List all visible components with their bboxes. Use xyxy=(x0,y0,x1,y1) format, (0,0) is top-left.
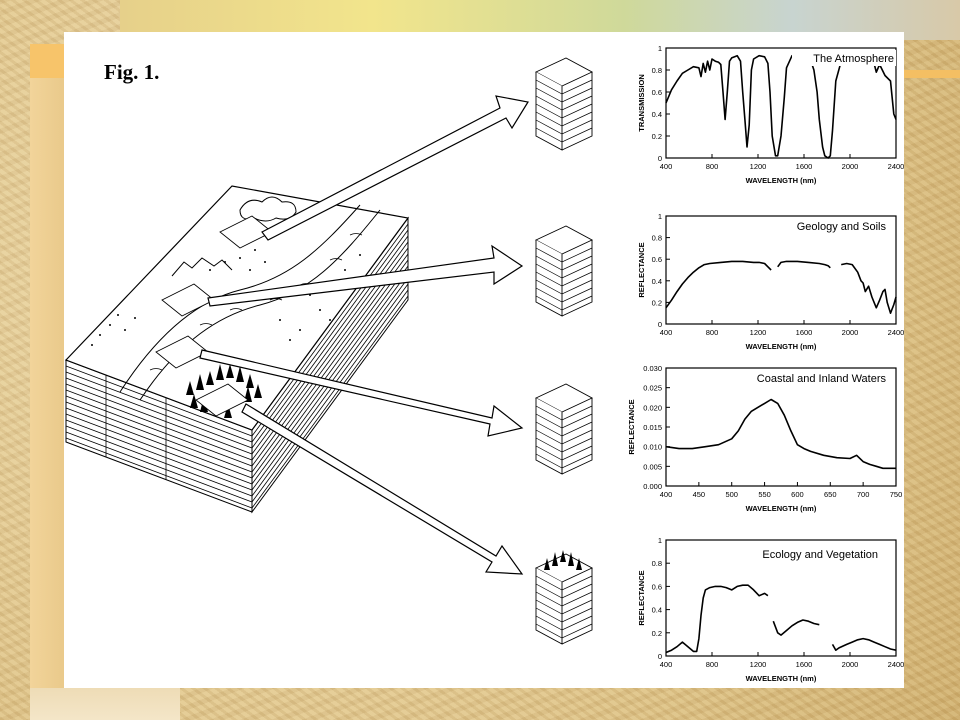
x-axis-label: WAVELENGTH (nm) xyxy=(746,342,817,351)
spectral-stack-water xyxy=(534,383,594,475)
chart-title: Geology and Soils xyxy=(797,221,887,233)
x-axis-label: WAVELENGTH (nm) xyxy=(746,504,817,513)
chart-title: Ecology and Vegetation xyxy=(762,549,878,561)
y-tick-label: 0.000 xyxy=(643,482,662,491)
plot-frame xyxy=(665,539,897,657)
orange-accent-block xyxy=(30,44,66,78)
x-tick-label: 2000 xyxy=(842,660,859,669)
y-tick-label: 0 xyxy=(658,652,662,661)
y-tick-label: 1 xyxy=(658,536,662,545)
x-tick-label: 500 xyxy=(725,490,738,499)
stack-layer-lines xyxy=(535,79,593,639)
chart-title: Coastal and Inland Waters xyxy=(757,373,887,385)
y-tick-label: 0.2 xyxy=(652,132,662,141)
x-tick-label: 750 xyxy=(890,490,903,499)
series-line xyxy=(841,262,897,315)
x-tick-label: 2000 xyxy=(842,162,859,171)
x-tick-label: 2400 xyxy=(888,162,905,171)
mountain-ridge xyxy=(171,257,233,277)
y-tick-label: 1 xyxy=(658,44,662,53)
y-tick-label: 0.2 xyxy=(652,629,662,638)
y-tick-label: 0.6 xyxy=(652,255,662,264)
x-tick-label: 2400 xyxy=(888,328,905,337)
x-tick-label: 1200 xyxy=(750,162,767,171)
spectral-stack-atmosphere xyxy=(534,57,594,151)
x-tick-label: 1200 xyxy=(750,328,767,337)
y-tick-label: 0.020 xyxy=(643,403,662,412)
x-tick-label: 2400 xyxy=(888,660,905,669)
y-axis-label: REFLECTANCE xyxy=(627,399,636,454)
y-tick-label: 1 xyxy=(658,212,662,221)
x-axis-label: WAVELENGTH (nm) xyxy=(746,176,817,185)
x-tick-label: 800 xyxy=(706,328,719,337)
y-tick-label: 0.025 xyxy=(643,384,662,393)
x-tick-label: 1600 xyxy=(796,162,813,171)
series-line xyxy=(665,584,769,654)
y-axis-label: REFLECTANCE xyxy=(637,570,646,625)
chart-title-background xyxy=(792,50,896,66)
bottom-accent-block xyxy=(30,688,180,720)
x-tick-label: 550 xyxy=(758,490,771,499)
series-line xyxy=(665,398,896,470)
chart-geology-soils: 400 800 1200 1600 2000 2400 0 0.2 0.4 0.6 0.8 1WAVE… xyxy=(637,212,904,351)
x-tick-label: 650 xyxy=(824,490,837,499)
chart-ecology-vegetation: 400 800 1200 1600 2000 2400 0 0.2 0.4 0.6 0.8 1WAVE… xyxy=(637,536,904,683)
y-tick-label: 0.6 xyxy=(652,88,662,97)
y-tick-label: 0 xyxy=(658,320,662,329)
y-tick-label: 0.8 xyxy=(652,559,662,568)
x-tick-label: 700 xyxy=(857,490,870,499)
x-tick-label: 2000 xyxy=(842,328,859,337)
y-tick-label: 0.015 xyxy=(643,423,662,432)
series-line xyxy=(665,260,772,309)
x-tick-label: 1600 xyxy=(796,660,813,669)
x-tick-label: 1600 xyxy=(796,328,813,337)
left-accent-strip xyxy=(30,78,66,720)
x-tick-label: 450 xyxy=(693,490,706,499)
x-tick-label: 400 xyxy=(660,660,673,669)
chart-title: The Atmosphere xyxy=(813,53,894,65)
chart-coastal-inland-waters: 400 450 500 550 600 650 700 750 0.000 0.005 0.010 0… xyxy=(627,364,902,513)
y-axis-label: TRANSMISSION xyxy=(637,74,646,132)
y-tick-label: 0.030 xyxy=(643,364,662,373)
y-tick-label: 0.4 xyxy=(652,606,662,615)
y-axis-label: REFLECTANCE xyxy=(637,242,646,297)
x-axis-label: WAVELENGTH (nm) xyxy=(746,674,817,683)
x-tick-label: 800 xyxy=(706,660,719,669)
y-tick-label: 0.8 xyxy=(652,234,662,243)
y-tick-label: 0.005 xyxy=(643,462,662,471)
x-tick-label: 400 xyxy=(660,328,673,337)
spectral-stack-vegetation xyxy=(534,553,594,645)
chart-atmosphere: 400 800 1200 1600 2000 2400 0 0.2 0.4 0.6 0.8 1WAVE… xyxy=(637,44,904,185)
x-tick-label: 400 xyxy=(660,162,673,171)
y-tick-label: 0.2 xyxy=(652,298,662,307)
series-line xyxy=(777,260,831,269)
vegetation-stack-trees xyxy=(544,550,582,570)
plot-frame xyxy=(665,367,897,487)
series-line xyxy=(831,637,897,652)
y-tick-label: 0.010 xyxy=(643,443,662,452)
y-tick-label: 0.4 xyxy=(652,277,662,286)
spectral-arrows xyxy=(199,95,529,575)
x-tick-label: 600 xyxy=(791,490,804,499)
figure-label: Fig. 1. xyxy=(104,60,160,84)
y-tick-label: 0.4 xyxy=(652,110,662,119)
x-tick-label: 400 xyxy=(660,490,673,499)
data-cube-layer-lines xyxy=(65,223,409,509)
spectral-stack-geology xyxy=(534,225,594,317)
plot-frame xyxy=(665,215,897,325)
x-tick-label: 800 xyxy=(706,162,719,171)
y-tick-label: 0.8 xyxy=(652,66,662,75)
series-line xyxy=(772,619,820,636)
x-tick-label: 1200 xyxy=(750,660,767,669)
y-tick-label: 0 xyxy=(658,154,662,163)
y-tick-label: 0.6 xyxy=(652,582,662,591)
